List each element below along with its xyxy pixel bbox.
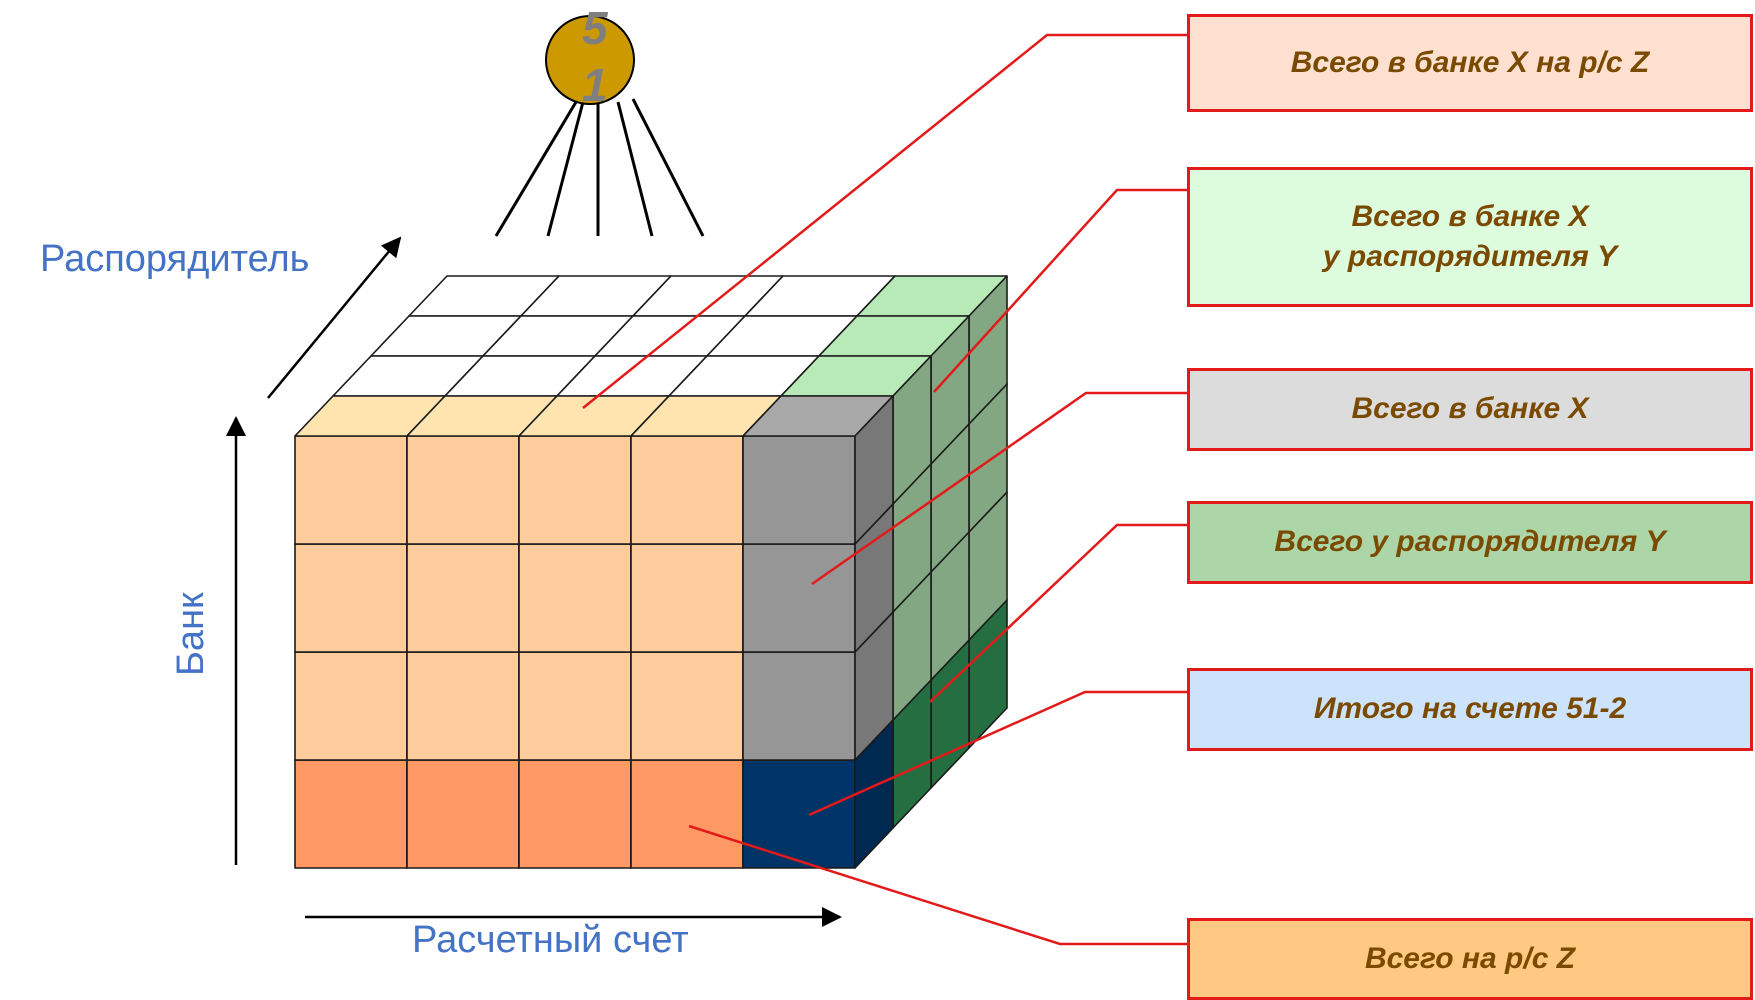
coin-rays [494, 98, 705, 237]
callout-text: Всего в банке X [1351, 392, 1589, 426]
cube-cell-front [406, 435, 520, 545]
callout-text: Итого на счете 51-2 [1313, 692, 1627, 726]
leader-line [929, 523, 1187, 703]
cube-cell-front [518, 435, 632, 545]
callout-bank-distributor: Всего в банке X у распорядителя Y [1187, 167, 1753, 307]
cube-cell-front [630, 651, 744, 761]
leader-line [582, 33, 1187, 409]
coin-icon [545, 15, 635, 105]
cube-cell-side [854, 395, 894, 545]
callout-grand-total: Итого на счете 51-2 [1187, 668, 1753, 751]
leader-lines [582, 33, 1187, 946]
cube-cell-front [630, 435, 744, 545]
coin-digit-bottom: 1 [582, 59, 608, 111]
cube-cell-front [406, 759, 520, 869]
axis-label-distributor: Распорядитель [40, 238, 309, 280]
cube-cell-front [742, 651, 856, 761]
axis-label-bank: Банк [170, 592, 212, 676]
leader-line [688, 824, 1187, 946]
leader-line [811, 391, 1187, 586]
cube [294, 275, 1008, 869]
callout-text: Всего в банке X [1351, 199, 1589, 233]
cube-cell-front [742, 435, 856, 545]
cube-cell-front [630, 543, 744, 653]
cube-cell-front [518, 651, 632, 761]
cube-cell-front [518, 759, 632, 869]
coin-ray [631, 98, 705, 237]
cube-cell-front [742, 543, 856, 653]
cube-cell-front [294, 435, 408, 545]
axis-arrow-distributor [267, 236, 402, 399]
callout-distributor-total: Всего у распорядителя Y [1187, 501, 1753, 584]
callout-text: у распорядителя Y [1322, 240, 1618, 273]
callout-text: Всего у распорядителя Y [1274, 525, 1666, 559]
cube-cell-front [406, 651, 520, 761]
coin-ray [616, 101, 654, 237]
coin-ray [494, 101, 578, 237]
leader-line [933, 188, 1187, 393]
callout-bank-account: Всего в банке X на р/с Z [1187, 14, 1753, 112]
cube-cell-front [518, 543, 632, 653]
coin-ray [546, 101, 585, 237]
cube-cell-front [294, 651, 408, 761]
callout-account-total: Всего на р/с Z [1187, 918, 1753, 1000]
callout-bank-total: Всего в банке X [1187, 368, 1753, 451]
axis-label-account: Расчетный счет [412, 919, 689, 961]
callout-text: Всего на р/с Z [1364, 941, 1576, 975]
leader-line [808, 690, 1187, 817]
cube-cell-front [406, 543, 520, 653]
cube-cell-front [742, 759, 856, 869]
cube-cell-front [294, 759, 408, 869]
cube-cell-front [630, 759, 744, 869]
cube-cell-front [294, 543, 408, 653]
callout-text: Всего в банке X на р/с Z [1290, 45, 1650, 79]
coin-digit-top: 5 [582, 2, 609, 54]
